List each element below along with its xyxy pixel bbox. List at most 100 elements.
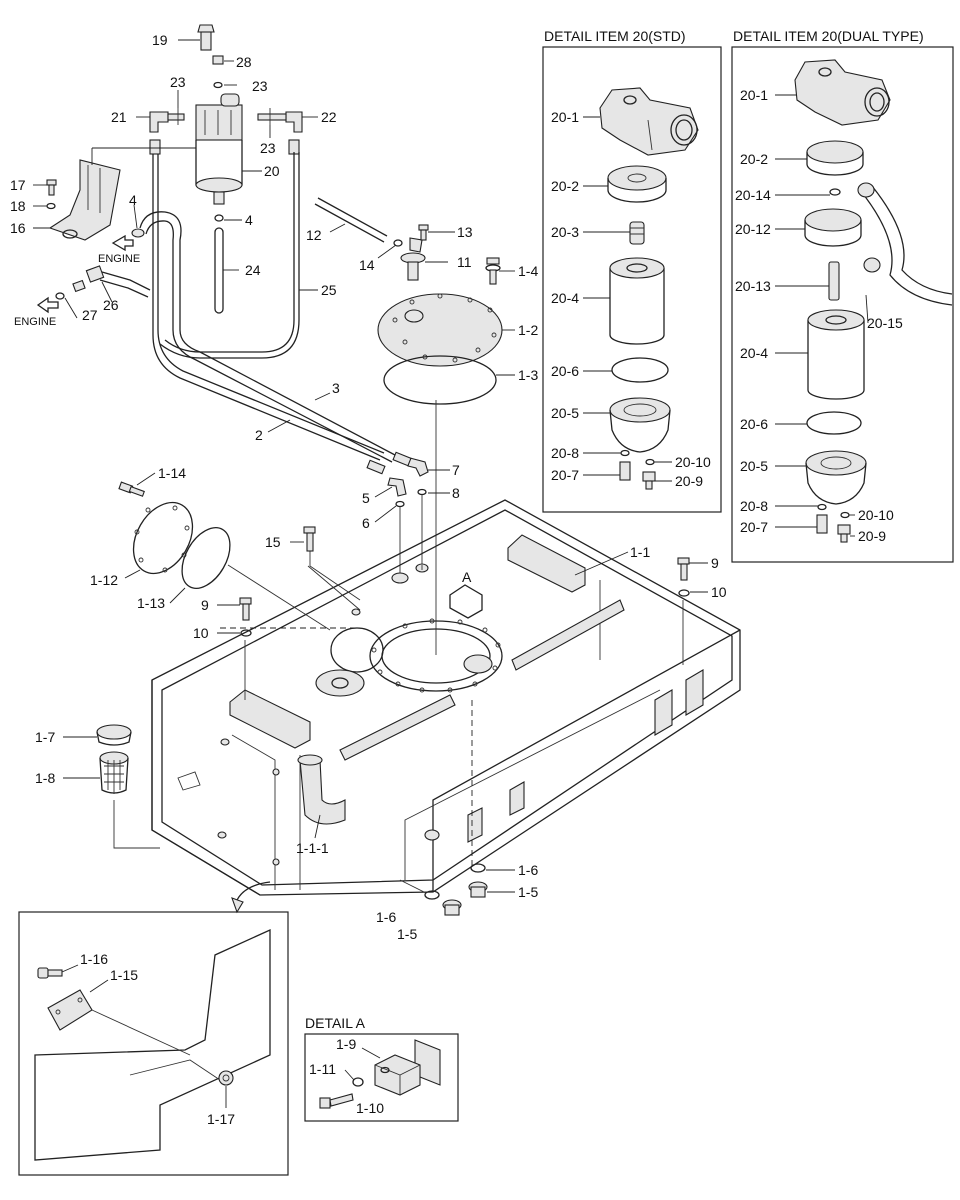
dual-nipple-20-13: [828, 261, 840, 301]
label-dual-20-8: 20-8: [740, 498, 768, 514]
label-dual-20-14: 20-14: [735, 187, 771, 203]
label-1-3: 1-3: [518, 367, 538, 383]
hose-25: [164, 152, 295, 353]
tank-side-port: [330, 627, 384, 673]
tank-boss: [315, 669, 365, 697]
fuel-tank-1-1: A: [151, 499, 741, 896]
dual-washer-20-8: [817, 503, 827, 511]
dual-o-ring-20-14: [829, 188, 841, 196]
screw-13: [418, 224, 429, 241]
label-2: 2: [255, 427, 263, 443]
elbow-5: [387, 477, 407, 497]
std-washer-20-10: [645, 458, 655, 466]
detail-a-marker-label: A: [462, 569, 472, 585]
label-1-14: 1-14: [158, 465, 186, 481]
std-filter-element: [609, 257, 665, 345]
washer-1-11: [352, 1077, 364, 1087]
o-ring-14: [393, 239, 403, 247]
label-25: 25: [321, 282, 337, 298]
bolt-1-10: [319, 1093, 354, 1109]
std-washer-20-8: [620, 449, 630, 457]
cap-1-7: [96, 724, 132, 746]
label-10-right: 10: [711, 584, 727, 600]
o-ring-23-top: [213, 81, 223, 89]
label-9-right: 9: [711, 555, 719, 571]
detail-std-panel: DETAIL ITEM 20(STD): [542, 28, 722, 513]
dual-bowl: [805, 450, 867, 505]
label-dual-20-6: 20-6: [740, 416, 768, 432]
detail-a-panel: DETAIL A 1-9 1-11 1-10: [304, 1015, 459, 1122]
engine-arrow-lower: [36, 296, 59, 314]
label-1-2: 1-2: [518, 322, 538, 338]
label-1-1: 1-1: [630, 544, 650, 560]
label-dual-20-5: 20-5: [740, 458, 768, 474]
label-dual-20-1: 20-1: [740, 87, 768, 103]
dual-o-ring-20-6: [806, 411, 862, 435]
cover-plate-bolt-holes: [392, 293, 497, 363]
std-nipple: [629, 221, 645, 245]
label-4-left: 4: [129, 192, 137, 208]
label-dual-20-13: 20-13: [735, 278, 771, 294]
label-1-6-right: 1-6: [518, 862, 538, 878]
label-std-20-2: 20-2: [551, 178, 579, 194]
label-dual-20-9: 20-9: [858, 528, 886, 544]
hose-2-end: [366, 459, 386, 475]
label-14: 14: [359, 257, 375, 273]
o-ring-4-filter: [214, 214, 224, 222]
cover-plate-1-2: [377, 293, 503, 367]
washer-27: [55, 292, 65, 300]
hose-end-left: [149, 139, 161, 155]
washer-6: [395, 500, 405, 508]
dual-adapter: [804, 208, 862, 247]
label-std-20-3: 20-3: [551, 224, 579, 240]
label-std-20-9: 20-9: [675, 473, 703, 489]
label-std-20-1: 20-1: [551, 109, 579, 125]
dual-plug-20-9: [837, 524, 851, 543]
label-8: 8: [452, 485, 460, 501]
fitting-26: [85, 265, 151, 298]
fuel-filter-20: [195, 93, 243, 205]
washer-18: [46, 202, 56, 210]
label-4-center: 4: [245, 212, 253, 228]
std-filter-cap: [607, 165, 667, 203]
pipe-3: [139, 211, 396, 456]
label-27: 27: [82, 307, 98, 323]
detail-dual-panel: DETAIL ITEM 20(DUAL TYPE): [731, 28, 954, 563]
suction-pipe-1-1-1: [297, 754, 346, 825]
washer-10a: [240, 629, 252, 637]
tube-12: [314, 197, 388, 243]
bolt-17: [46, 179, 57, 196]
label-dual-20-10: 20-10: [858, 507, 894, 523]
label-9-left: 9: [201, 597, 209, 613]
bottom-detail-panel: 1-16 1-15 1-17: [18, 911, 289, 1176]
label-1-8: 1-8: [35, 770, 55, 786]
label-std-20-6: 20-6: [551, 363, 579, 379]
cover-1-12: [132, 501, 194, 575]
hose-3-end: [392, 451, 412, 467]
label-1-6-left: 1-6: [376, 909, 396, 925]
label-1-16: 1-16: [80, 951, 108, 967]
gasket-1-3: [383, 355, 497, 405]
label-dual-20-15: 20-15: [867, 315, 903, 331]
std-filter-head: [599, 87, 699, 156]
label-12: 12: [306, 227, 322, 243]
elbow-21: [149, 111, 185, 133]
strainer-1-8: [99, 751, 129, 794]
rail-left: [339, 694, 456, 761]
bolt-15: [303, 526, 316, 552]
nut-1-17: [218, 1070, 234, 1086]
std-bowl: [609, 397, 671, 453]
engine-label-upper: ENGINE: [98, 253, 140, 265]
label-1-11: 1-11: [309, 1061, 336, 1077]
tank-boss-small: [463, 654, 493, 674]
dual-washer-20-10: [840, 511, 850, 519]
label-13: 13: [457, 224, 473, 240]
elbow-7: [407, 457, 429, 477]
rail-right: [511, 599, 625, 671]
label-std-20-5: 20-5: [551, 405, 579, 421]
fuel-filter-assembly: ENGINE ENGINE: [14, 24, 503, 655]
dual-filter-head: [794, 59, 891, 126]
main-leader-lines: [33, 39, 708, 893]
bolt-9a: [239, 597, 252, 621]
